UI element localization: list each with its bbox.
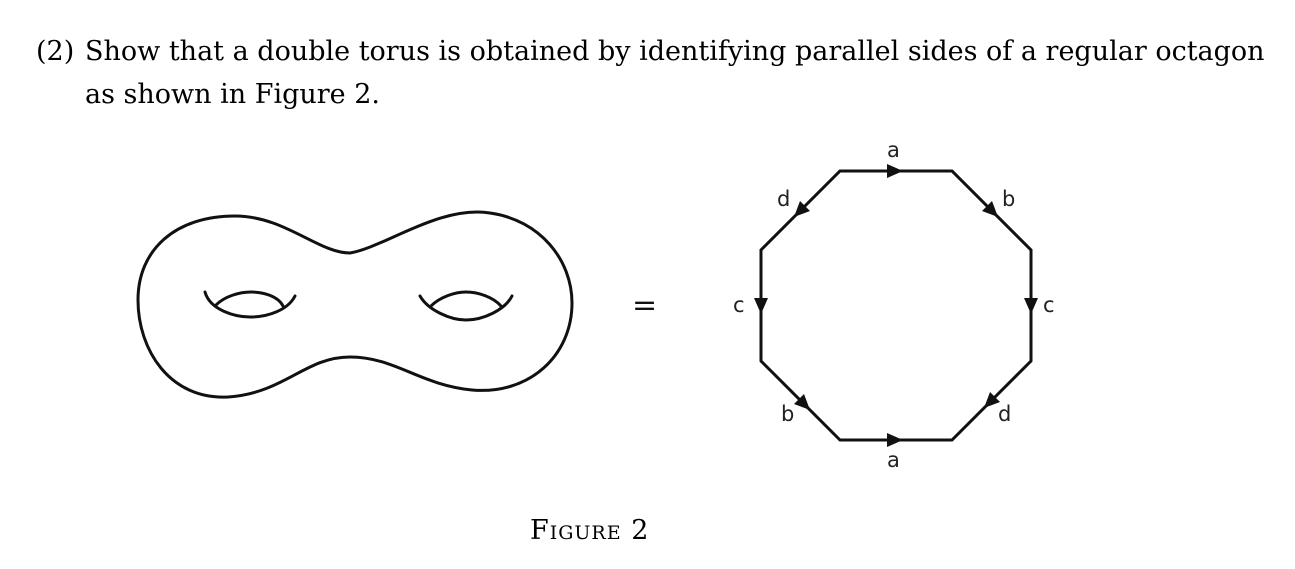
arrow-lower-left-b xyxy=(794,394,810,410)
problem-text-line-1: Show that a double torus is obtained by … xyxy=(85,36,1265,67)
label-left-c: c xyxy=(733,293,745,317)
double-torus xyxy=(136,210,574,399)
figure-caption: Figure 2 xyxy=(530,515,650,546)
label-upper-right-b: b xyxy=(1002,187,1015,211)
arrow-bottom-a xyxy=(887,433,903,447)
octagon-outline xyxy=(759,169,1033,442)
label-top-a: a xyxy=(887,138,900,162)
label-bottom-a: a xyxy=(887,448,900,472)
label-lower-right-d: d xyxy=(998,402,1011,426)
right-hole-upper-curve xyxy=(418,294,514,322)
label-upper-left-d: d xyxy=(777,187,790,211)
arrow-upper-right-b xyxy=(982,201,998,217)
arrow-top-a xyxy=(887,164,903,178)
arrow-lower-right-d xyxy=(984,392,1000,408)
octagon: a b c d a b c d xyxy=(733,138,1055,472)
arrow-upper-left-d xyxy=(794,201,810,217)
problem-text-line-2: as shown in Figure 2. xyxy=(85,79,380,110)
label-right-c: c xyxy=(1043,293,1055,317)
arrow-right-c xyxy=(1024,298,1038,314)
arrow-left-c xyxy=(754,298,768,314)
right-hole-lower-curve xyxy=(429,290,503,308)
problem-number: (2) xyxy=(36,36,75,67)
edge-arrows xyxy=(754,164,1038,447)
double-torus-outline xyxy=(136,210,574,399)
left-hole-lower-curve xyxy=(214,290,285,308)
left-hole-upper-curve xyxy=(203,290,297,319)
equals-sign: = xyxy=(632,288,658,323)
label-lower-left-b: b xyxy=(781,402,794,426)
